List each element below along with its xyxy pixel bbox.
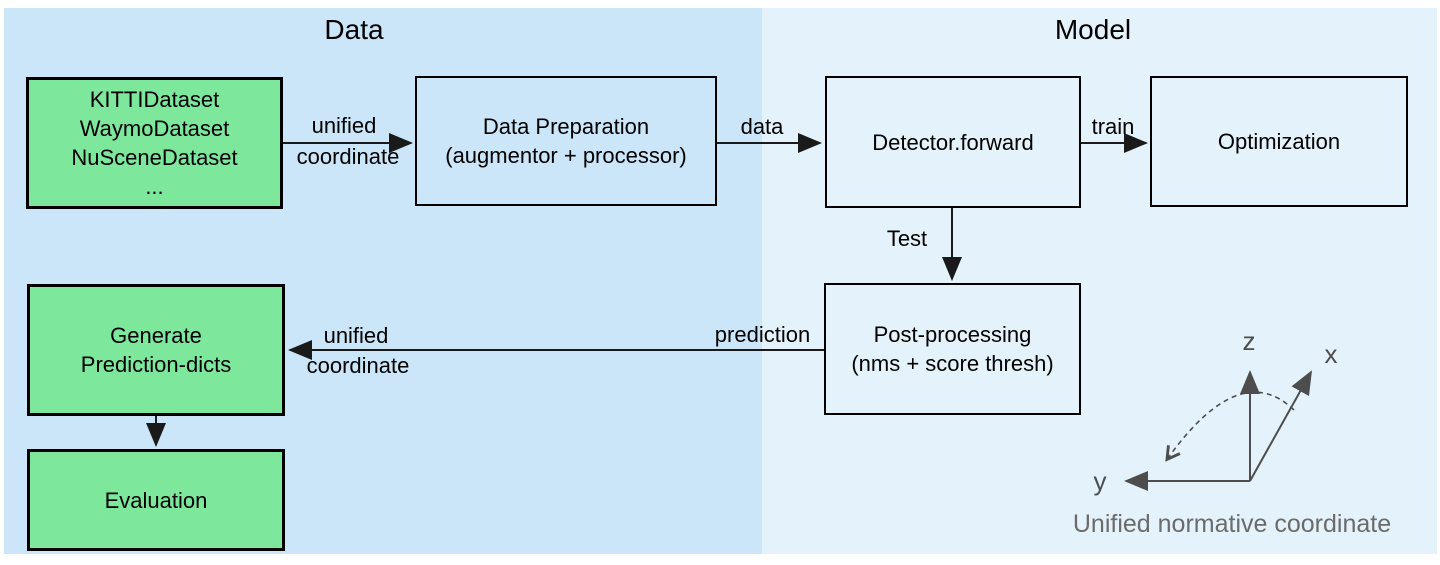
node-optimization: Optimization	[1150, 76, 1408, 207]
node-generate-prediction-dicts: Generate Prediction-dicts	[27, 284, 285, 416]
axes-caption: Unified normative coordinate	[1072, 510, 1392, 538]
edge-label-test: Test	[886, 226, 928, 251]
data-region-title: Data	[324, 14, 384, 45]
edge-label-unified-in: unified	[311, 113, 377, 138]
edge-label-coordinate-in: coordinate	[296, 144, 400, 169]
edge-label-coordinate-out: coordinate	[306, 353, 410, 378]
x-axis-line	[1249, 370, 1312, 482]
edge-label-data: data	[740, 114, 784, 139]
node-post-processing: Post-processing (nms + score thresh)	[824, 283, 1081, 415]
y-axis-label: y	[1093, 466, 1107, 496]
node-detector-forward: Detector.forward	[825, 76, 1081, 208]
edge-label-prediction: prediction	[714, 322, 811, 347]
model-region-title: Model	[1054, 14, 1132, 45]
node-datasets: KITTIDataset WaymoDataset NuSceneDataset…	[26, 77, 283, 209]
node-data-preparation: Data Preparation (augmentor + processor)	[415, 76, 717, 206]
z-axis-label: z	[1242, 326, 1256, 356]
yaw-rotation-arc	[1165, 391, 1295, 462]
x-axis-label: x	[1324, 339, 1338, 369]
edge-label-train: train	[1091, 114, 1135, 139]
node-evaluation: Evaluation	[27, 449, 285, 551]
edge-label-unified-out: unified	[323, 323, 389, 348]
